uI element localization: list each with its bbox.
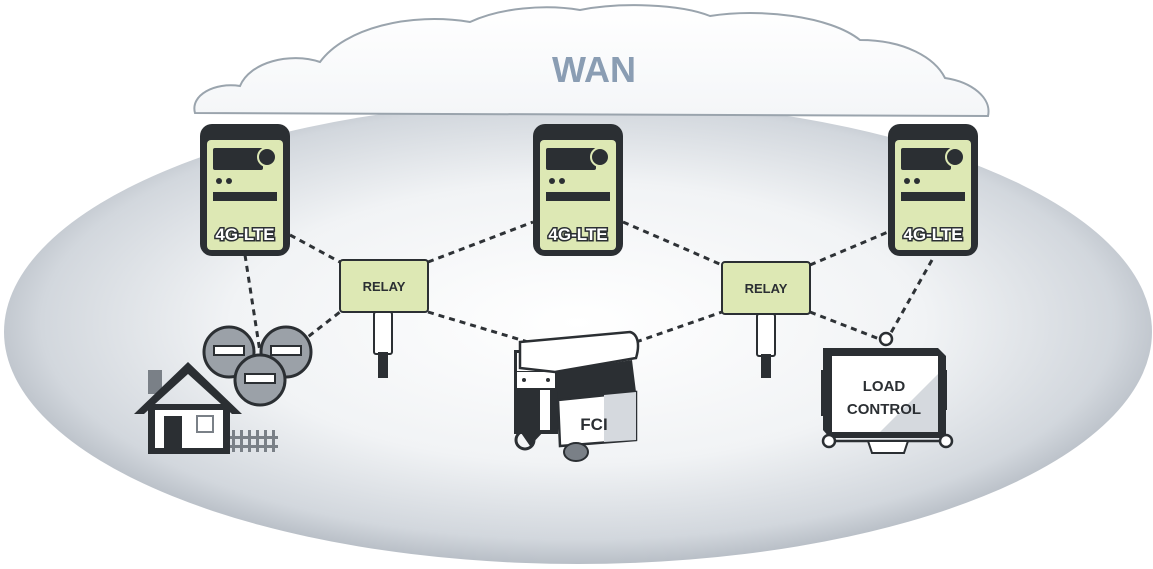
link-relay2-to-lte3 xyxy=(809,230,889,267)
load-control-label-line1: LOAD xyxy=(863,378,906,395)
link-meter-to-lte1 xyxy=(243,254,262,353)
fence-icon xyxy=(230,430,278,452)
link-fci-to-relay2 xyxy=(635,310,723,344)
relay-1: RELAY xyxy=(339,259,429,378)
link-relay1-to-lte2 xyxy=(427,220,534,264)
relay-label-1: RELAY xyxy=(363,279,406,294)
link-lte1-to-relay1 xyxy=(289,233,341,264)
link-relay2-to-loadcontrol xyxy=(809,310,883,342)
lte-label-2: 4G-LTE xyxy=(548,225,607,244)
lte-collector-2: 4G-LTE xyxy=(533,124,623,256)
load-control-label-line2: CONTROL xyxy=(847,401,921,418)
link-lte3-to-loadcontrol xyxy=(886,259,934,339)
lte-label-3: 4G-LTE xyxy=(903,225,962,244)
lte-collector-1: 4G-LTE xyxy=(200,124,290,256)
network-field xyxy=(4,100,1152,564)
smart-meters-icon xyxy=(202,325,313,407)
link-lte2-to-relay2 xyxy=(622,220,723,267)
wan-cloud: WAN xyxy=(193,4,990,118)
link-meter-to-relay1 xyxy=(299,310,341,345)
lte-label-1: 4G-LTE xyxy=(215,225,274,244)
house-icon xyxy=(134,362,242,454)
relay-label-2: RELAY xyxy=(745,281,788,296)
load-control-device: LOAD CONTROL xyxy=(821,331,954,454)
lte-collector-3: 4G-LTE xyxy=(888,124,978,256)
network-links xyxy=(243,220,934,353)
relay-2: RELAY xyxy=(721,261,811,378)
wan-label: WAN xyxy=(552,49,636,90)
fci-label: FCI xyxy=(580,415,607,434)
fci-device: FCI xyxy=(514,330,640,462)
